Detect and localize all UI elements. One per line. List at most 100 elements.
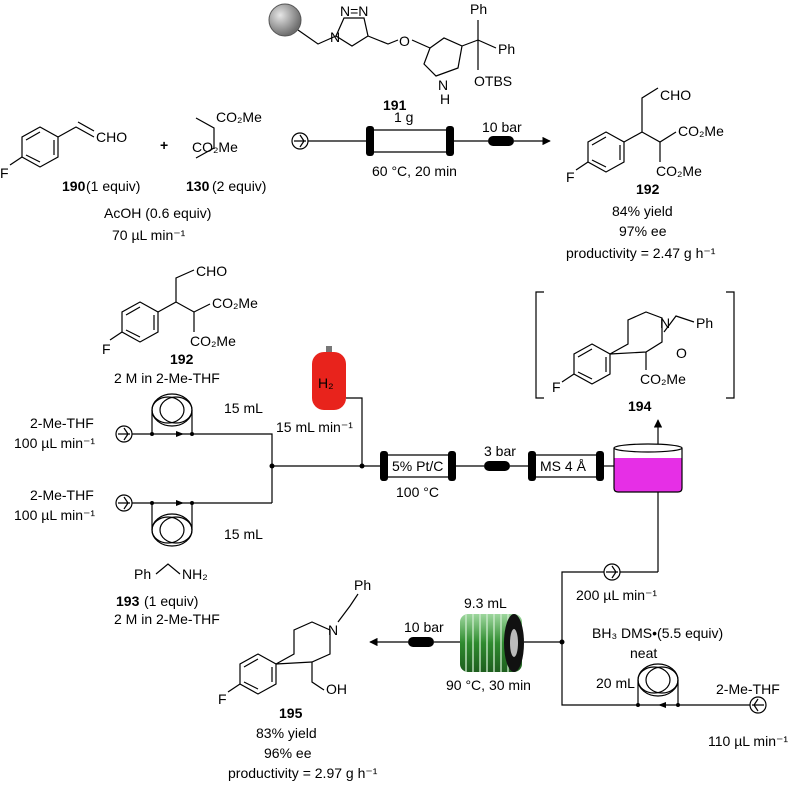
molecular-sieve-column [528,451,604,481]
intermediate-194-structure: F N O Ph CO₂Me [552,311,713,395]
top-packed-bed-reactor [366,126,454,156]
borane-reagent: BH₃ DMS•(5.5 equiv) [592,625,723,641]
amine-ph: Ph [134,566,151,582]
collection-vessel [613,443,683,493]
pt-c-packed-bed-reactor [380,451,456,481]
intermediate-f: F [552,379,561,395]
sm-192-id: 192 [170,351,194,367]
borane-loop-volume: 20 mL [596,675,635,691]
pyrrolidine-n-label: N [438,77,448,93]
catalyst-191-structure: N N=N O N H Ph Ph OTBS 191 [268,1,515,113]
reactant-190-structure: CHO F [0,121,127,181]
product-195-n: N [328,622,338,638]
amine-193-equiv: (1 equiv) [144,593,198,609]
product-195-structure: F N Ph OH [218,577,371,707]
borane-sample-loop [637,663,679,705]
left-bracket [535,291,544,399]
amine-193-conc: 2 M in 2-Me-THF [114,611,220,627]
bpr1-label: 3 bar [484,443,516,459]
ph1-label: Ph [470,1,487,17]
intermediate-194-id: 194 [628,398,652,414]
product-195-ee: 96% ee [264,745,312,761]
intermediate-o: O [676,345,687,361]
sm-192-co2me-b: CO₂Me [190,333,236,349]
product-192-structure: F CHO CO₂Me CO₂Me [566,87,724,185]
sieves-label: MS 4 Å [540,458,587,474]
catalyst-191-id: 191 [383,97,407,113]
coil-volume: 9.3 mL [464,595,507,611]
top-pump-arrow-icon [294,134,306,148]
coil-conditions: 90 °C, 30 min [446,677,531,693]
intermediate-ph: Ph [696,315,713,331]
product-192-ee: 97% ee [619,223,667,239]
amine-nh2: NH₂ [182,566,208,582]
pump1-rate: 100 µL min⁻¹ [14,435,95,451]
otbs-label: OTBS [474,73,512,89]
top-back-pressure-regulator [488,136,514,146]
reactor1-temp: 100 °C [396,484,439,500]
hydrogen-cylinder [312,346,346,410]
sm-192-f: F [102,341,111,357]
reactant-130-co2me-a: CO₂Me [216,109,262,125]
pump1-solvent: 2-Me-THF [30,415,94,431]
top-conditions: 60 °C, 20 min [372,163,457,179]
pump2-rate: 100 µL min⁻¹ [14,507,95,523]
top-bpr-label: 10 bar [482,119,522,135]
bpr1 [484,461,510,471]
product-195-productivity: productivity = 2.97 g h⁻¹ [228,765,378,781]
pump4-rate: 110 µL min⁻¹ [708,733,788,749]
product-195-f: F [218,691,227,707]
reactant-190-id: 190 [62,178,86,194]
pump2-sample-loop [151,503,193,547]
reactant-190-cho: CHO [96,129,127,145]
sm-192-conc: 2 M in 2-Me-THF [114,370,220,386]
sm-192-structure: F CHO CO₂Me CO₂Me [102,263,258,357]
product-192-cho: CHO [660,87,691,103]
product-195-oh: OH [326,681,347,697]
pyrrolidine-h-label: H [440,91,450,107]
triazole-n1-label: N [330,29,340,45]
pump1-sample-loop [151,393,193,434]
reactant-130-structure: CO₂Me CO₂Me [192,109,262,159]
sm-192-cho: CHO [196,263,227,279]
intermediate-n: N [660,315,670,331]
product-192-co2me-a: CO₂Me [678,123,724,139]
pump4-solvent: 2-Me-THF [716,681,780,697]
reactant-130-co2me-b: CO₂Me [192,139,238,155]
product-192-co2me-b: CO₂Me [656,163,702,179]
reactant-130-id: 130 [186,178,210,194]
bpr2-label: 10 bar [404,619,444,635]
ph2-label: Ph [498,41,515,57]
h2-label: H₂ [318,375,334,391]
pump1-loop-volume: 15 mL [224,400,263,416]
borane-neat: neat [630,645,657,661]
product-195-id: 195 [279,705,303,721]
ether-o-label: O [399,33,410,49]
product-192-yield: 84% yield [612,203,673,219]
reactant-130-equiv: (2 equiv) [212,178,266,194]
product-192-f: F [566,169,575,185]
product-195-yield: 83% yield [256,725,317,741]
right-bracket [726,291,735,399]
pump2-loop-volume: 15 mL [224,526,263,542]
reactor1-label: 5% Pt/C [392,458,443,474]
catalyst-amount: 1 g [394,109,413,125]
intermediate-co2me: CO₂Me [640,371,686,387]
product-192-id: 192 [636,181,660,197]
product-192-productivity: productivity = 2.47 g h⁻¹ [566,245,716,261]
product-195-ph: Ph [354,577,371,593]
reactant-190-f: F [0,165,9,181]
pump4-icon [749,696,767,714]
plus-sign: + [160,137,168,153]
h2-rate: 15 mL min⁻¹ [276,419,353,435]
pump2-solvent: 2-Me-THF [30,487,94,503]
additive-label: AcOH (0.6 equiv) [104,205,211,221]
sm-192-co2me-a: CO₂Me [212,295,258,311]
amine-193-id: 193 [116,593,140,609]
coil-reactor [460,614,524,672]
bpr2 [408,637,434,647]
pump3-rate: 200 µL min⁻¹ [576,587,657,603]
triazole-nnn-label: N=N [340,3,368,19]
reactant-190-equiv: (1 equiv) [86,178,140,194]
